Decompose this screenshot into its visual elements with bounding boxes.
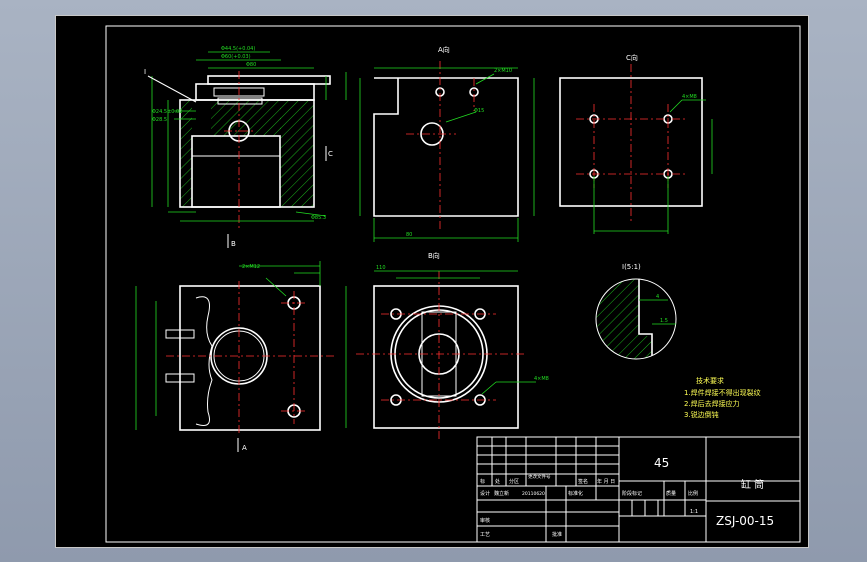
svg-text:Φ44.5(+0.04): Φ44.5(+0.04) [221, 46, 255, 52]
view-marker-a: A [242, 444, 247, 452]
svg-text:Φ28.5: Φ28.5 [152, 117, 167, 123]
drawing-number-text: ZSJ-00-15 [716, 514, 774, 528]
tech-requirements: 技术要求 1.焊件焊接不得出现裂纹 2.焊后去焊接应力 3.锐边倒钝 [684, 376, 761, 419]
svg-text:4: 4 [656, 294, 659, 300]
detail-view-label: I(5:1) [622, 263, 641, 271]
c-view-label: C向 [626, 53, 638, 62]
svg-text:Φ60(+0.03): Φ60(+0.03) [221, 54, 251, 60]
tech-req-title: 技术要求 [696, 376, 724, 385]
b-view: B向 110 4×M8 [345, 251, 549, 441]
svg-text:Φ15: Φ15 [474, 108, 484, 114]
c-view: C向 4×M8 [559, 53, 713, 234]
svg-text:Φ80: Φ80 [246, 62, 256, 68]
svg-text:Φ24.5±0.02: Φ24.5±0.02 [152, 109, 182, 115]
weight-label: 质量 [666, 490, 676, 497]
scale-label: 比例 [688, 490, 698, 497]
tech-req-item: 3.锐边倒钝 [684, 410, 719, 419]
svg-text:Φ85.3: Φ85.3 [311, 215, 326, 221]
b-view-label: B向 [428, 251, 440, 260]
detail-i-view: I(5:1) 4 1.5 [595, 263, 677, 360]
inner-frame [105, 25, 801, 543]
header-cell: 更改文件号 [528, 473, 551, 480]
drawing-sheet: Φ44.5(+0.04) Φ60(+0.03) Φ80 Φ24.5±0.02 Φ… [55, 15, 809, 548]
section-marker-i: I [144, 68, 146, 76]
svg-text:2×M12: 2×M12 [242, 264, 260, 270]
design-date: 20110620 [522, 491, 545, 497]
header-cell: 处 [495, 478, 500, 485]
a-view: A向 Φ15 2×M10 80 [359, 45, 535, 242]
approve-label: 批准 [552, 531, 562, 538]
header-cell: 年 月 日 [597, 478, 615, 485]
part-name-text: 缸 筒 [741, 478, 764, 491]
design-name: 魏立新 [494, 490, 509, 497]
svg-text:4×M8: 4×M8 [682, 94, 697, 100]
svg-text:80: 80 [406, 232, 412, 238]
header-cell: 标 [480, 478, 485, 485]
svg-text:2×M10: 2×M10 [494, 68, 512, 74]
cad-drawing: Φ44.5(+0.04) Φ60(+0.03) Φ80 Φ24.5±0.02 Φ… [105, 25, 801, 543]
title-block: 45 缸 筒 ZSJ-00-15 1:1 标 处 分区 更改文件号 签名 年 月… [476, 436, 801, 543]
svg-text:1.5: 1.5 [660, 318, 668, 324]
view-marker-c: C [328, 150, 333, 158]
view-marker-b: B [231, 240, 236, 248]
process-label: 工艺 [480, 532, 490, 538]
design-label: 设计 [480, 490, 490, 497]
svg-text:4×M8: 4×M8 [534, 376, 549, 382]
header-cell: 签名 [578, 478, 588, 485]
svg-text:110: 110 [376, 265, 386, 271]
side-view: 2×M12 A [135, 261, 336, 452]
review-label: 审核 [480, 517, 490, 524]
standardize-label: 标准化 [568, 490, 583, 497]
scale-value: 1:1 [690, 509, 698, 515]
a-view-label: A向 [438, 45, 450, 54]
front-section-view: Φ44.5(+0.04) Φ60(+0.03) Φ80 Φ24.5±0.02 Φ… [144, 46, 347, 248]
tech-req-item: 1.焊件焊接不得出现裂纹 [684, 388, 761, 397]
stage-label: 阶段标记 [622, 490, 642, 497]
material-text: 45 [654, 456, 669, 470]
header-cell: 分区 [509, 478, 519, 485]
tech-req-item: 2.焊后去焊接应力 [684, 399, 740, 408]
